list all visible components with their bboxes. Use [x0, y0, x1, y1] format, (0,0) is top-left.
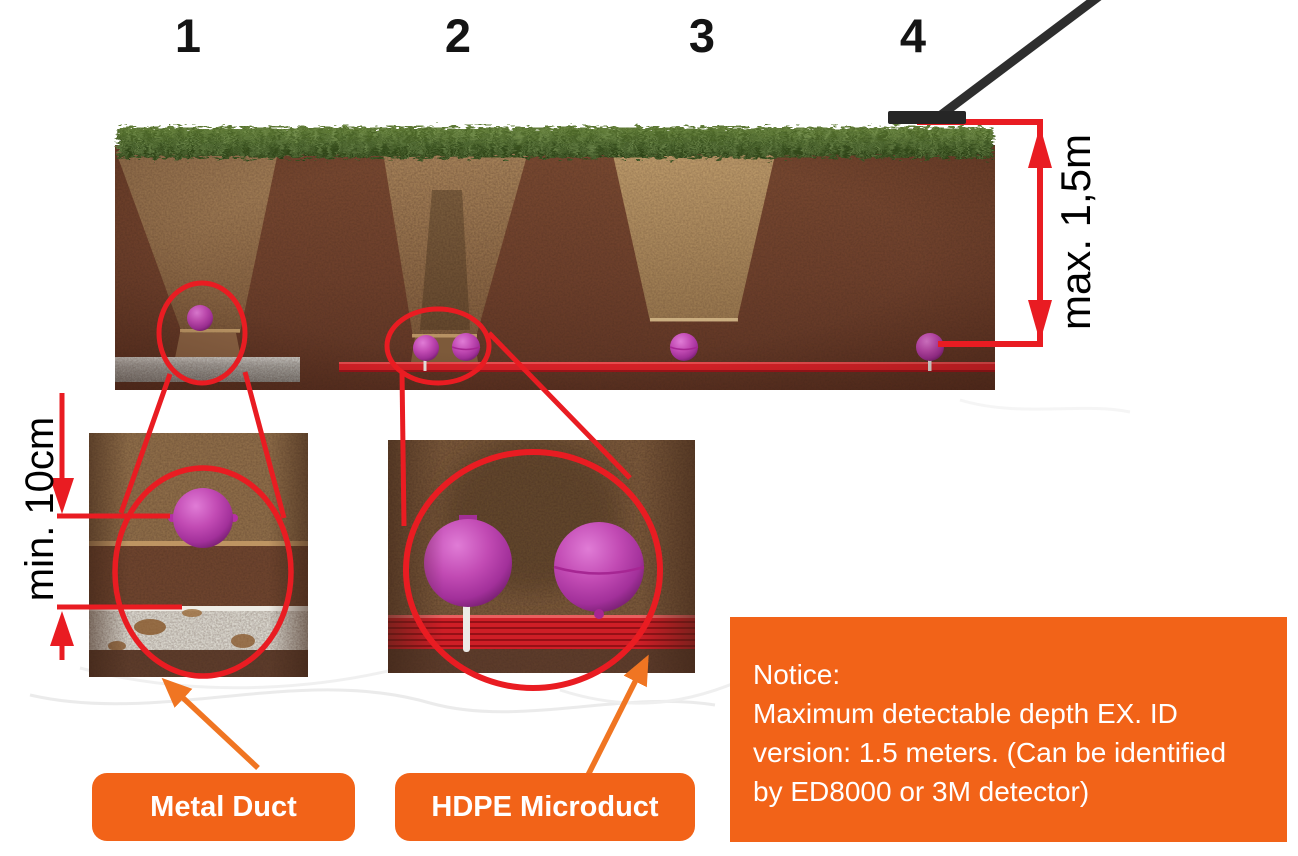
- dimension-arrow-icon: [50, 611, 74, 646]
- max-depth-label: max. 1,5m: [1052, 133, 1099, 331]
- magnifier-circle-1: [156, 280, 248, 386]
- magnifier-annotations: [112, 280, 663, 691]
- notice-line-1: Maximum detectable depth EX. ID: [753, 698, 1178, 729]
- step-label-2: 2: [444, 9, 472, 62]
- magnifier-cone-line: [399, 371, 407, 527]
- notice-panel: Notice: Maximum detectable depth EX. ID …: [730, 617, 1287, 842]
- metal-duct-caption: Metal Duct: [92, 773, 355, 841]
- caption-arrow-icon-metal-duct: [161, 677, 260, 771]
- grass: [117, 127, 993, 158]
- magnifier-circle-detail-1: [112, 465, 294, 679]
- dimension-arrow-icon: [50, 478, 74, 514]
- detail-view-hdpe-microduct: [388, 440, 695, 673]
- dimension-arrow-icon: [1028, 126, 1052, 168]
- step-label-4: 4: [899, 9, 927, 62]
- magnifier-cone-line: [118, 373, 173, 514]
- detector-wand-icon: [888, 0, 1102, 124]
- depth-dimension: [917, 119, 1052, 347]
- offset-dimension: [50, 393, 182, 660]
- magnifier-cone-line: [487, 331, 632, 480]
- notice-line-2: version: 1.5 meters. (Can be identified: [753, 737, 1227, 768]
- metal-duct-caption-text: Metal Duct: [150, 790, 297, 823]
- min-offset-label: min. 10cm: [18, 416, 62, 602]
- step-label-1: 1: [174, 9, 202, 62]
- caption-arrow-icon-hdpe: [578, 654, 649, 791]
- step-label-3: 3: [688, 9, 716, 62]
- magnifier-circle-2: [384, 306, 492, 386]
- dimension-arrow-icon: [1028, 300, 1052, 342]
- magnifier-circle-detail-2: [403, 449, 663, 691]
- caption-arrows: [161, 654, 649, 791]
- notice-title: Notice:: [753, 659, 841, 690]
- soil-cross-section: [115, 145, 995, 390]
- notice-line-3: by ED8000 or 3M detector): [753, 776, 1090, 807]
- hdpe-microduct-caption: HDPE Microduct: [395, 773, 695, 841]
- hdpe-microduct-caption-text: HDPE Microduct: [431, 790, 659, 823]
- magnifier-cone-line: [242, 371, 287, 519]
- soil-vignette: [115, 145, 995, 390]
